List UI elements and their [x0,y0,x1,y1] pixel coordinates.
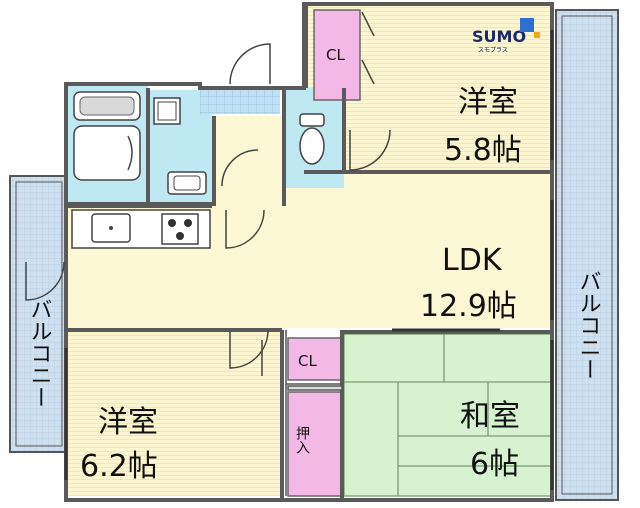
hall-floor [214,116,284,206]
balcony-left-label: バルコニー [27,298,52,408]
sumo-logo: SUMO スモプラス [472,18,540,54]
western-room-bottom-size: 6.2帖 [80,449,158,484]
window-tiles [200,88,280,114]
western-room-bottom-floor [66,332,280,496]
oshiire-label: 押入 [294,426,310,454]
balcony-right [555,9,619,501]
logo-tagline: スモプラス [478,47,508,54]
closet-top [313,9,361,101]
japanese-room-floor [344,334,552,496]
closet-top-label: CL [326,46,345,64]
ldk-size: 12.9帖 [420,289,517,324]
western-room-bottom-name: 洋室 [98,405,158,440]
western-room-top-name: 洋室 [458,85,518,120]
windows [64,30,554,490]
washbasin-icon [153,97,207,195]
japanese-room-size: 6帖 [470,447,519,482]
japanese-room-name: 和室 [460,399,520,434]
balcony-right-inner [561,15,613,495]
balcony-left [9,175,69,453]
closet-mid-label: CL [298,352,317,370]
balcony-left-inner [15,181,63,447]
partition-lines [285,330,343,496]
balcony-right-label: バルコニー [576,270,601,380]
doors [25,11,391,376]
closet-mid [287,337,343,381]
ldk-name: LDK [442,243,503,278]
toilet-icon [299,113,325,165]
stove-icon [161,213,199,245]
oshiire-closet [287,391,343,497]
western-room-top-size: 5.8帖 [444,133,522,168]
bathtub-icon [73,91,141,181]
sink-drain [109,226,113,230]
logo-brand: SUMO [472,27,526,46]
